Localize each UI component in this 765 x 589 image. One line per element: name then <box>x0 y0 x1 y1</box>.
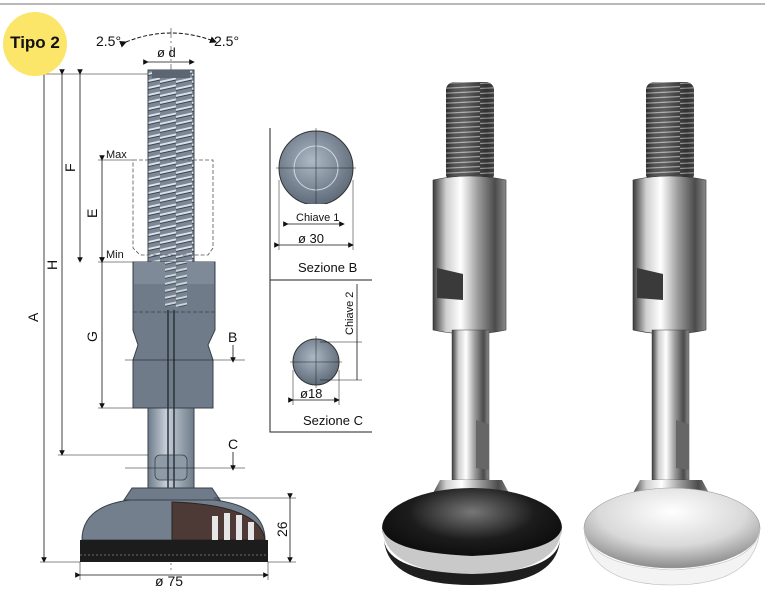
photo2-stem-flat <box>676 420 689 470</box>
angle-right-label: 2.5° <box>214 33 239 49</box>
dim-F-label: F <box>62 163 78 172</box>
technical-drawing: 2.5° 2.5° ø d A H F E G Max Min B C 26 ø… <box>25 28 296 589</box>
photo1-stem-flat <box>476 420 489 470</box>
photo1-thread-shine <box>446 82 494 182</box>
section-B-diameter-label: ø 30 <box>298 231 324 246</box>
threaded-stud <box>147 69 195 271</box>
photo2-thread-shine <box>646 82 694 182</box>
rubber-ribs <box>212 513 254 540</box>
photo2-base-pad <box>583 527 761 586</box>
dim-A-label: A <box>25 312 41 322</box>
section-frame <box>269 128 372 433</box>
section-panels: Chiave 1 ø 30 Sezione B Chiave 2 ø18 Sez… <box>269 128 372 433</box>
photo2-wrench-flat <box>637 268 663 300</box>
photo2-body <box>632 175 707 335</box>
photo2-base-dome <box>583 487 761 569</box>
stud-top <box>152 70 190 78</box>
stem-flat <box>154 454 188 481</box>
type-badge: Tipo 2 <box>3 12 67 76</box>
section-B-key-label: Chiave 1 <box>296 212 339 224</box>
section-C-marker: C <box>228 436 238 452</box>
ball-joint <box>123 487 221 501</box>
max-label: Max <box>106 149 127 161</box>
photo1-base-pad <box>384 540 560 585</box>
section-C-title: Sezione C <box>303 413 363 428</box>
dim-G-label: G <box>84 331 100 342</box>
height-label: 26 <box>274 521 290 537</box>
photo1-base-rim <box>382 525 562 575</box>
inner-thread <box>165 262 187 307</box>
photo-leveling-foot-white <box>583 82 761 586</box>
photo1-base-dome <box>382 488 562 568</box>
section-B-title: Sezione B <box>298 260 357 275</box>
section-C-diameter-label: ø18 <box>300 386 322 401</box>
thread-diameter-label: ø d <box>157 45 176 60</box>
photo1-wrench-flat <box>437 268 463 300</box>
dim-E-label: E <box>84 209 100 218</box>
section-C-key-label: Chiave 2 <box>344 292 356 335</box>
top-divider <box>0 3 765 5</box>
angle-arc <box>119 32 217 48</box>
min-label: Min <box>106 249 124 261</box>
photo1-body <box>432 175 507 335</box>
section-B-marker: B <box>228 329 237 345</box>
base-pad <box>80 540 268 562</box>
base-diameter-label: ø 75 <box>155 573 183 589</box>
adjustment-range-outline <box>132 159 214 256</box>
angle-left-label: 2.5° <box>96 33 121 49</box>
photo-leveling-foot-black <box>382 82 562 585</box>
dim-H-label: H <box>44 260 60 270</box>
